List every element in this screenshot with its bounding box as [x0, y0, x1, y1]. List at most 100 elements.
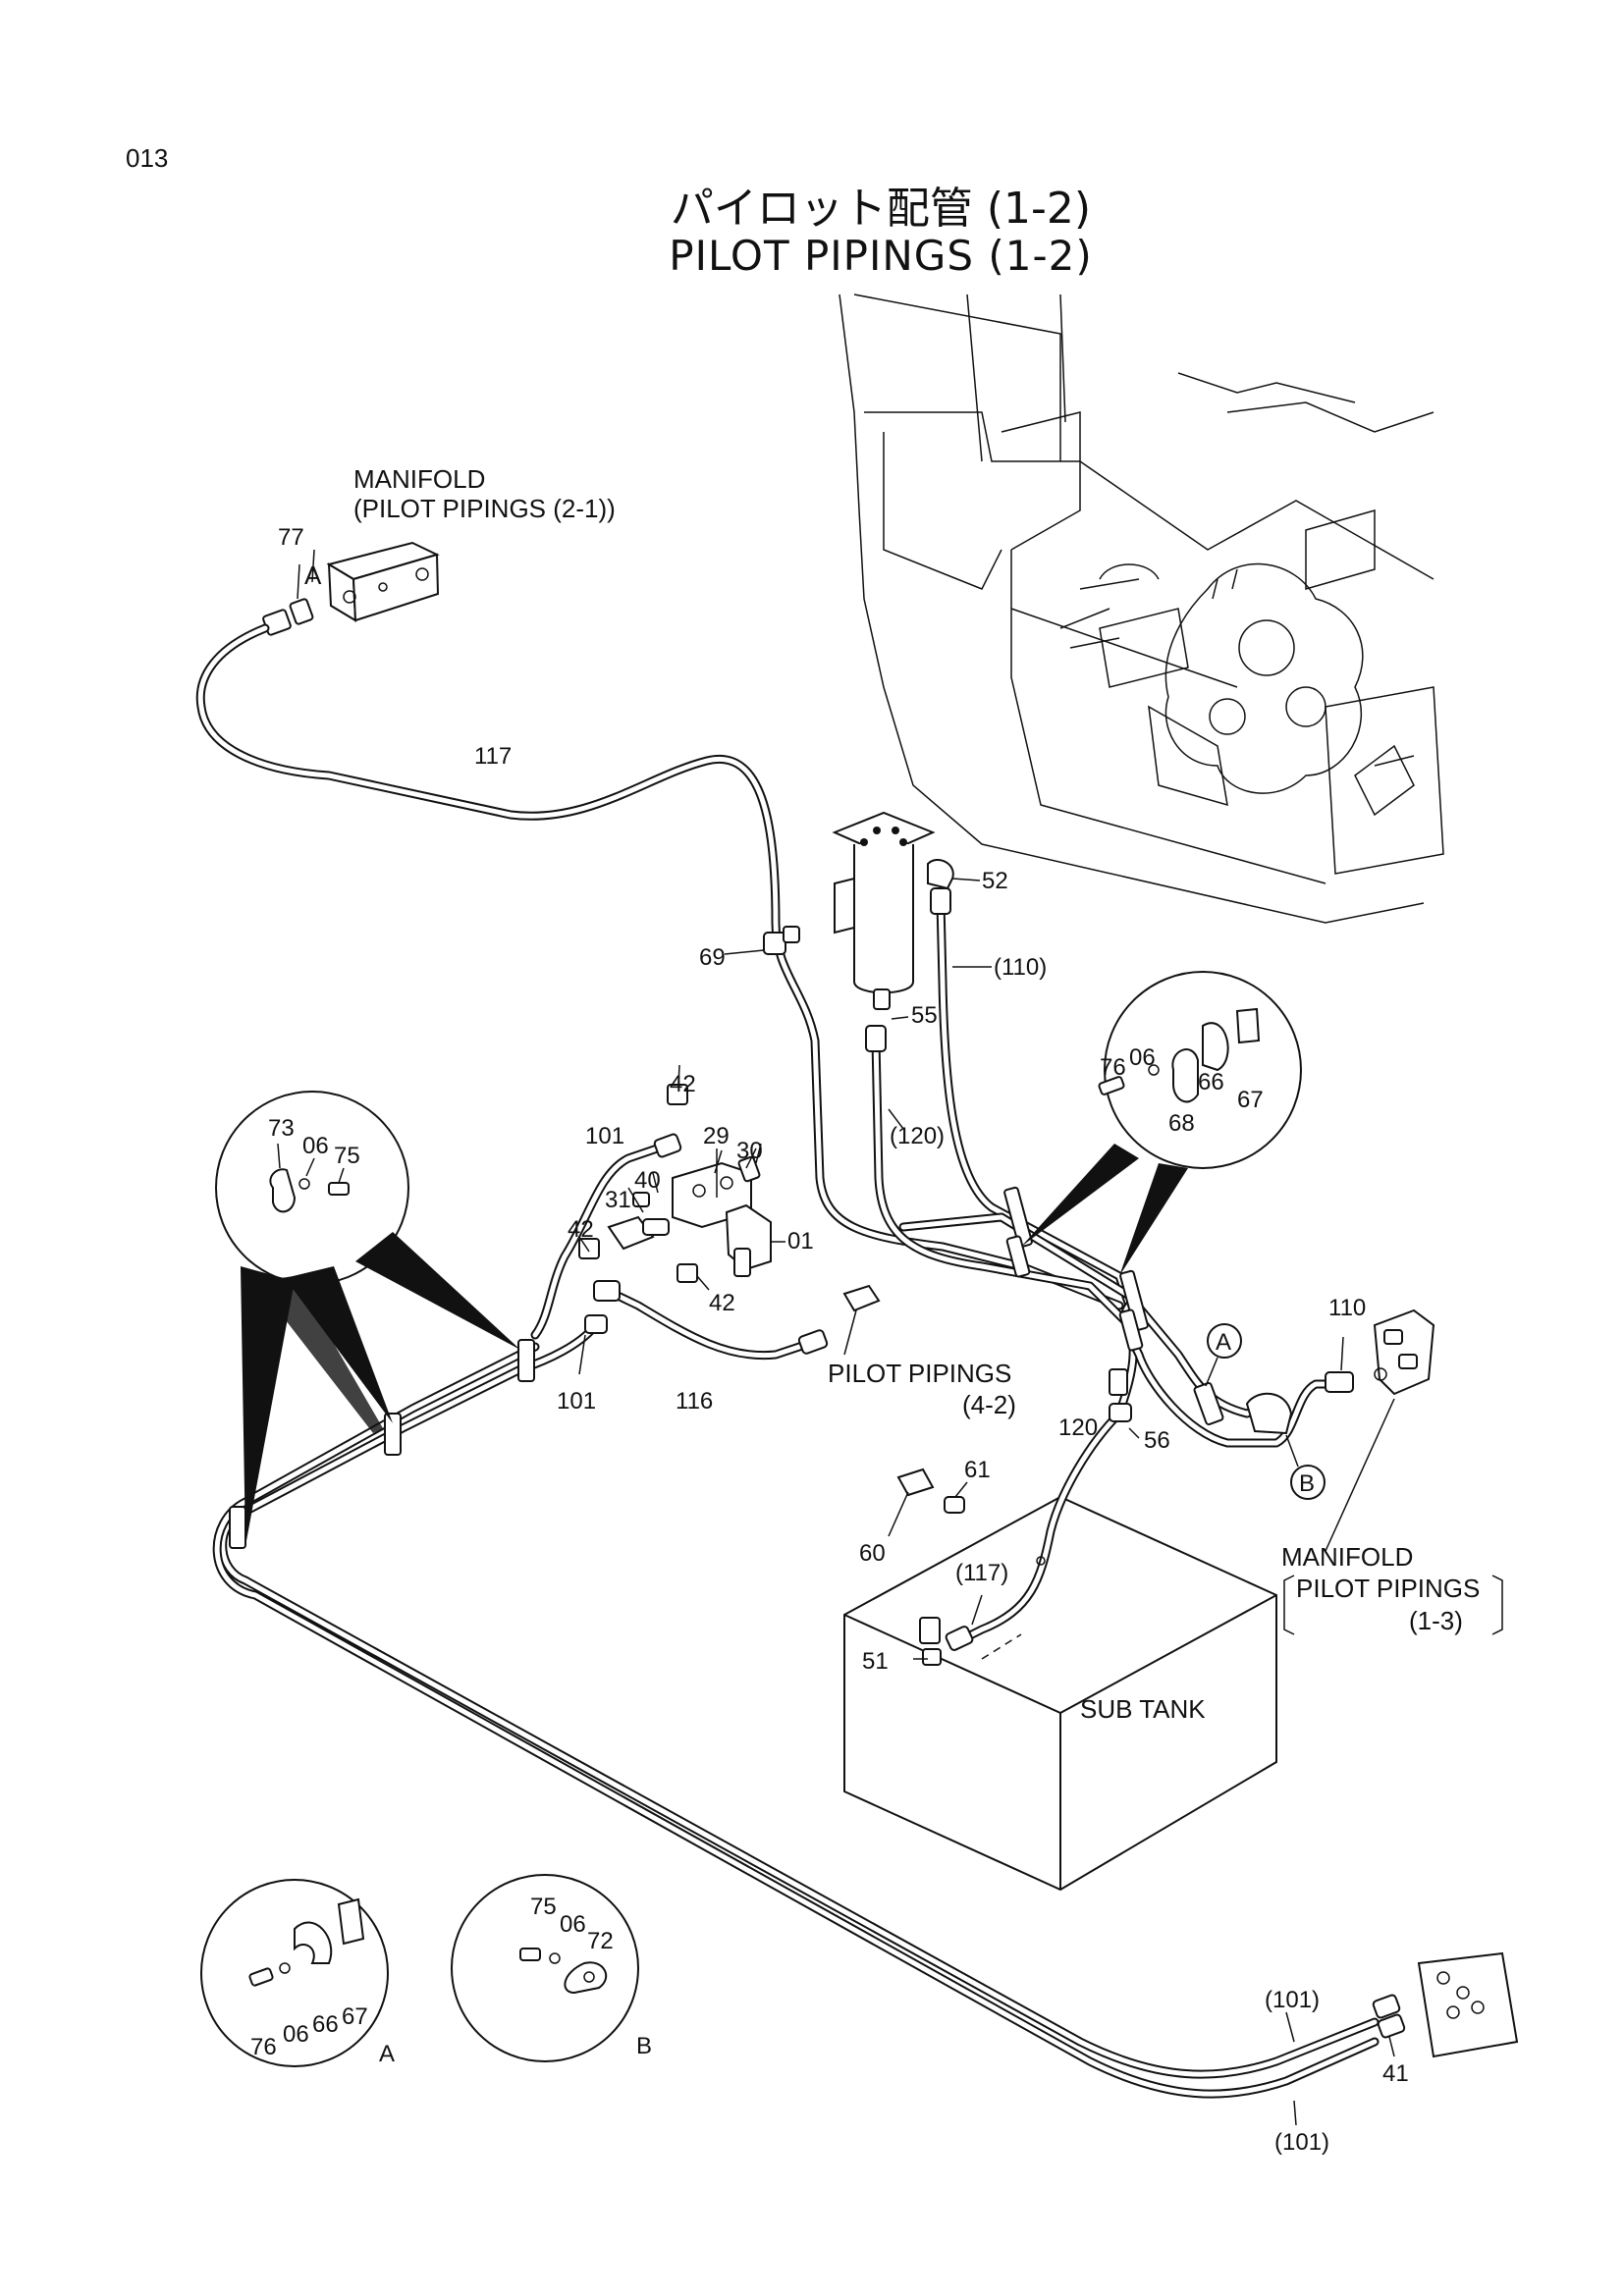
label-part-42-bottom: 42: [709, 1290, 735, 1316]
label-part-51: 51: [862, 1648, 889, 1675]
clamp-group-center: [1003, 1186, 1149, 1352]
manifold-top: [326, 541, 440, 622]
label-part-61: 61: [964, 1457, 991, 1483]
leader-101-lower: [578, 1334, 586, 1375]
label-part-101-upper: 101: [585, 1123, 624, 1149]
label-part-75-viewb: 75: [530, 1894, 557, 1920]
label-circle-a: A: [1216, 1329, 1231, 1356]
label-view-a-ref: A: [304, 561, 322, 590]
leader-55: [891, 1016, 909, 1020]
label-part-06-viewa: 06: [283, 2021, 309, 2048]
manifold-bottom-right: [1372, 1951, 1519, 2058]
leader-pilot-ref: [843, 1309, 857, 1356]
clamp-69: [763, 926, 800, 955]
leaders-bottom-right: [1285, 2011, 1395, 2126]
label-part-69: 69: [699, 944, 726, 971]
hose-116: [593, 1280, 881, 1361]
leader-110b: [1340, 1336, 1344, 1371]
label-part-110: (110): [994, 954, 1047, 981]
label-part-68: 68: [1168, 1110, 1195, 1137]
label-pilot-ref-2: (4-2): [962, 1390, 1016, 1419]
label-manifold-top: MANIFOLD: [353, 464, 485, 494]
hose-101-upper: [530, 1133, 682, 1340]
detail-view-b: [451, 1874, 639, 2062]
label-part-120-right: 120: [1058, 1415, 1098, 1441]
clamps-left-run: [229, 1339, 535, 1549]
label-part-52: 52: [982, 868, 1008, 894]
label-sub-tank: SUB TANK: [1080, 1694, 1206, 1724]
leader-77: [297, 549, 315, 600]
fitting-110: [1325, 1371, 1354, 1393]
tank-fittings: [896, 1468, 1046, 1666]
label-part-55: 55: [911, 1002, 938, 1029]
title-english: PILOT PIPINGS (1-2): [669, 232, 1093, 280]
detail-circle-left: [215, 1091, 520, 1546]
label-part-60: 60: [859, 1540, 886, 1567]
hose-117-tank: [945, 1368, 1132, 1651]
label-part-73: 73: [268, 1115, 295, 1142]
label-part-30: 30: [736, 1138, 763, 1164]
label-part-31: 31: [605, 1187, 631, 1213]
label-part-06-right: 06: [1129, 1044, 1156, 1071]
label-part-120: (120): [890, 1123, 945, 1149]
hose-110: [930, 887, 1134, 1310]
manifold-right: [1373, 1308, 1435, 1396]
label-view-b: B: [636, 2033, 652, 2059]
label-part-06-left: 06: [302, 1133, 329, 1159]
labels: MANIFOLD (PILOT PIPINGS (2-1)) 77 A 117 …: [250, 464, 1503, 2156]
fitting-77: [262, 598, 314, 636]
label-part-76-right: 76: [1100, 1054, 1126, 1081]
leaders-tank: [888, 1427, 1140, 1660]
filter-assembly: [832, 811, 936, 1010]
valve-cluster: [578, 1084, 772, 1283]
label-part-41: 41: [1382, 2060, 1409, 2087]
page-number: 013: [126, 143, 169, 173]
label-part-101-top-right: (101): [1265, 1987, 1320, 2013]
pipe-117: [195, 623, 1124, 1310]
label-manifold-right-ref1: PILOT PIPINGS: [1296, 1574, 1480, 1603]
ref-circle-b: [1290, 1465, 1326, 1500]
label-part-42-left: 42: [568, 1216, 594, 1243]
label-part-66-right: 66: [1198, 1069, 1224, 1095]
label-part-101-lower: 101: [557, 1388, 596, 1415]
leader-120: [888, 1108, 904, 1130]
hose-120: [865, 1025, 1138, 1418]
leader-69: [724, 949, 765, 955]
detail-circle-right: [1021, 971, 1302, 1276]
machine-frame-outline: [839, 294, 1444, 924]
label-part-72: 72: [587, 1928, 614, 1954]
fitting-52: [927, 859, 954, 890]
label-part-110-right: 110: [1328, 1295, 1366, 1321]
bracket-manifold-right: [1283, 1575, 1503, 1635]
label-circle-b: B: [1299, 1470, 1315, 1497]
ref-leaders-ab: [1205, 1357, 1299, 1468]
leader-manifold-right: [1325, 1398, 1395, 1552]
leader-52: [951, 878, 981, 881]
label-part-06-viewb: 06: [560, 1911, 586, 1938]
label-part-76-viewa: 76: [250, 2034, 277, 2060]
label-part-77: 77: [278, 524, 304, 551]
label-part-117: 117: [474, 743, 512, 770]
label-part-66-viewa: 66: [312, 2011, 339, 2038]
ref-circle-a: [1207, 1323, 1242, 1359]
label-part-117-tank: (117): [955, 1560, 1008, 1586]
label-part-67-viewa: 67: [342, 2003, 368, 2030]
label-part-56: 56: [1144, 1427, 1170, 1454]
label-part-29: 29: [703, 1123, 730, 1149]
label-part-75-left: 75: [334, 1143, 360, 1169]
label-part-01: 01: [787, 1228, 814, 1255]
title-japanese: パイロット配管 (1-2): [670, 184, 1092, 234]
label-manifold-right-ref2: (1-3): [1409, 1606, 1463, 1635]
pipe-101-long: [212, 1342, 1380, 2099]
label-manifold-right: MANIFOLD: [1281, 1542, 1413, 1572]
leaders-valve-cluster: [578, 1064, 785, 1291]
label-part-42-top: 42: [670, 1071, 696, 1097]
label-part-116: 116: [676, 1388, 713, 1415]
sub-tank: [843, 1495, 1277, 1892]
label-part-40: 40: [634, 1167, 661, 1194]
detail-view-a: [200, 1879, 389, 2067]
label-manifold-top-ref: (PILOT PIPINGS (2-1)): [353, 494, 616, 523]
label-pilot-ref-1: PILOT PIPINGS: [828, 1359, 1011, 1388]
